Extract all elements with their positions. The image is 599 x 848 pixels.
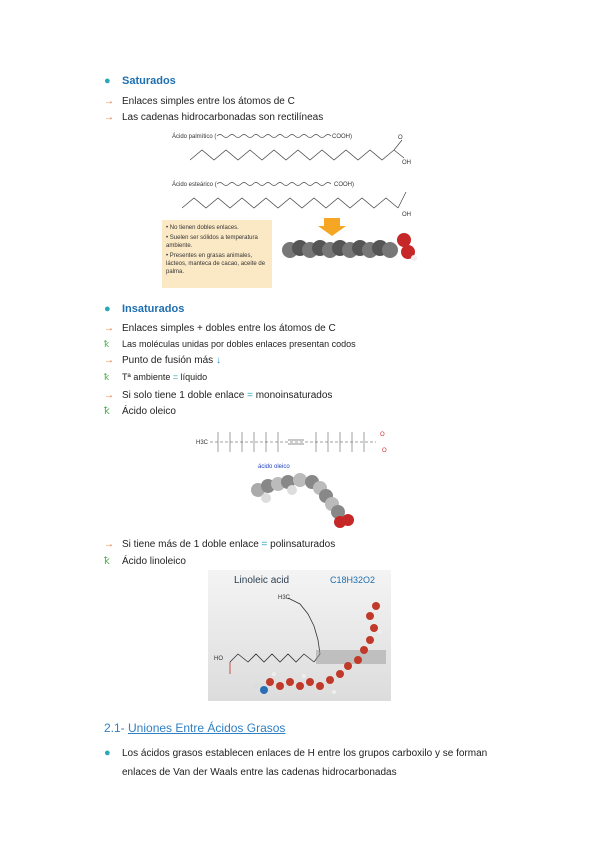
insaturados-line-7-b: polinsaturados [267,539,336,550]
insaturados-line-1: → Enlaces simples + dobles entre los átom… [104,322,336,335]
linoleic-h3c: H3C [278,595,291,601]
note-item: • Presentes en grasas animales, lácteos,… [166,253,266,275]
arrow-right-icon: → [104,323,114,334]
section-title-link[interactable]: Uniones Entre Ácidos Grasos [128,721,286,735]
bullet-dot-icon: ● [104,75,111,87]
note-item: • No tienen dobles enlaces. [166,225,239,231]
insaturados-line-4-a: Tª ambiente [122,372,173,382]
space-filling-molecule [282,233,417,261]
saturated-notes-box: • No tienen dobles enlaces. • Suelen ser… [162,220,272,288]
leaf-icon: ꝁ [104,339,110,349]
insaturados-line-5-a: Si solo tiene 1 doble enlace [122,390,248,401]
cooh-label-2: COOH) [334,182,354,188]
insaturados-line-4: ꝁ Tª ambiente = líquido [104,371,207,384]
arrow-right-icon: → [104,112,114,123]
note-item: • Suelen ser sólidos a temperatura ambie… [166,235,258,249]
saturados-line-2-text: Las cadenas hidrocarbonadas son rectilín… [122,112,324,123]
insaturados-line-7-a: Si tiene más de 1 doble enlace [122,539,262,550]
arrow-down-blue-icon: ↓ [215,355,221,366]
section-paragraph: Los ácidos grasos establecen enlaces de … [122,748,488,778]
saturados-line-1-text: Enlaces simples entre los átomos de C [122,96,295,107]
leaf-icon: ꝁ [104,556,110,567]
linoleic-ball-model [253,602,382,694]
insaturados-line-3-text: Punto de fusión más [122,355,216,366]
note-1: No tienen dobles enlaces. [169,225,239,231]
saturados-heading-row: ● Saturados [104,75,176,88]
leaf-icon: ꝁ [104,372,110,382]
section-number: 2.1- [104,721,129,735]
insaturados-line-1-text: Enlaces simples + dobles entre los átomo… [122,323,336,334]
oh-label-2: OH [402,212,411,218]
oleic-caption: ácido oleico [258,464,290,470]
equals-sign: = [261,539,268,550]
insaturados-line-2-text: Las moléculas unidas por dobles enlaces … [122,339,356,349]
svg-text:O: O [382,448,387,454]
saturados-heading: Saturados [122,75,176,87]
leaf-icon: ꝁ [104,406,110,417]
insaturados-line-8: ꝁ Ácido linoleico [104,555,186,568]
insaturados-line-5: → Si solo tiene 1 doble enlace = monoinsa… [104,389,332,402]
stearic-label: Ácido esteárico ( [172,181,217,188]
insaturados-line-5-b: monoinsaturados [252,390,333,401]
note-2: Suelen ser sólidos a temperatura ambient… [166,235,258,249]
saturated-fatty-acids-figure: Ácido palmítico ( COOH) O OH Ácido esteá… [172,133,417,261]
section-heading: 2.1- Uniones Entre Ácidos Grasos [104,721,285,735]
oleic-ball-model [251,473,354,528]
equals-sign: = [172,372,179,382]
o-label-1: O [398,135,403,141]
bullet-dot-icon: ● [104,747,111,759]
linoleic-ho: HO [214,656,223,662]
insaturados-line-7: → Si tiene más de 1 doble enlace = polins… [104,538,335,551]
equals-sign: = [247,390,253,401]
note-3: Presentes en grasas animales, lácteos, m… [166,253,266,275]
saturados-line-2: → Las cadenas hidrocarbonadas son rectilí… [104,111,323,124]
arrow-down-icon [318,218,346,236]
saturados-line-1: → Enlaces simples entre los átomos de C [104,95,295,108]
linoleic-formula: C18H32O2 [330,575,375,585]
insaturados-line-2: ꝁ Las moléculas unidas por dobles enlaces… [104,338,356,351]
linoleic-acid-figure: Linoleic acid C18H32O2 H3C HO [208,570,391,701]
arrow-right-icon: → [104,96,114,107]
linoleic-title: Linoleic acid [234,575,289,586]
arrow-right-icon: → [104,390,114,401]
oleic-acid-figure: H3C O O ácido oleico [196,432,387,528]
palmitic-label: Ácido palmítico ( [172,133,216,140]
arrow-right-icon: → [104,355,114,366]
section-paragraph-row: ● Los ácidos grasos establecen enlaces d… [104,744,524,782]
insaturados-line-6-text: Ácido oleico [122,406,176,417]
oh-label-1: OH [402,160,411,166]
h3c-label: H3C [196,440,209,446]
insaturados-line-3: → Punto de fusión más ↓ [104,354,221,367]
arrow-right-icon: → [104,539,114,550]
insaturados-heading-row: ● Insaturados [104,303,184,316]
insaturados-line-8-text: Ácido linoleico [122,556,186,567]
insaturados-line-6: ꝁ Ácido oleico [104,405,176,418]
insaturados-heading: Insaturados [122,303,185,315]
bullet-dot-icon: ● [104,303,111,315]
cooh-label-1: COOH) [332,134,352,140]
svg-text:O: O [380,432,385,438]
insaturados-line-4-b: líquido [178,372,208,382]
